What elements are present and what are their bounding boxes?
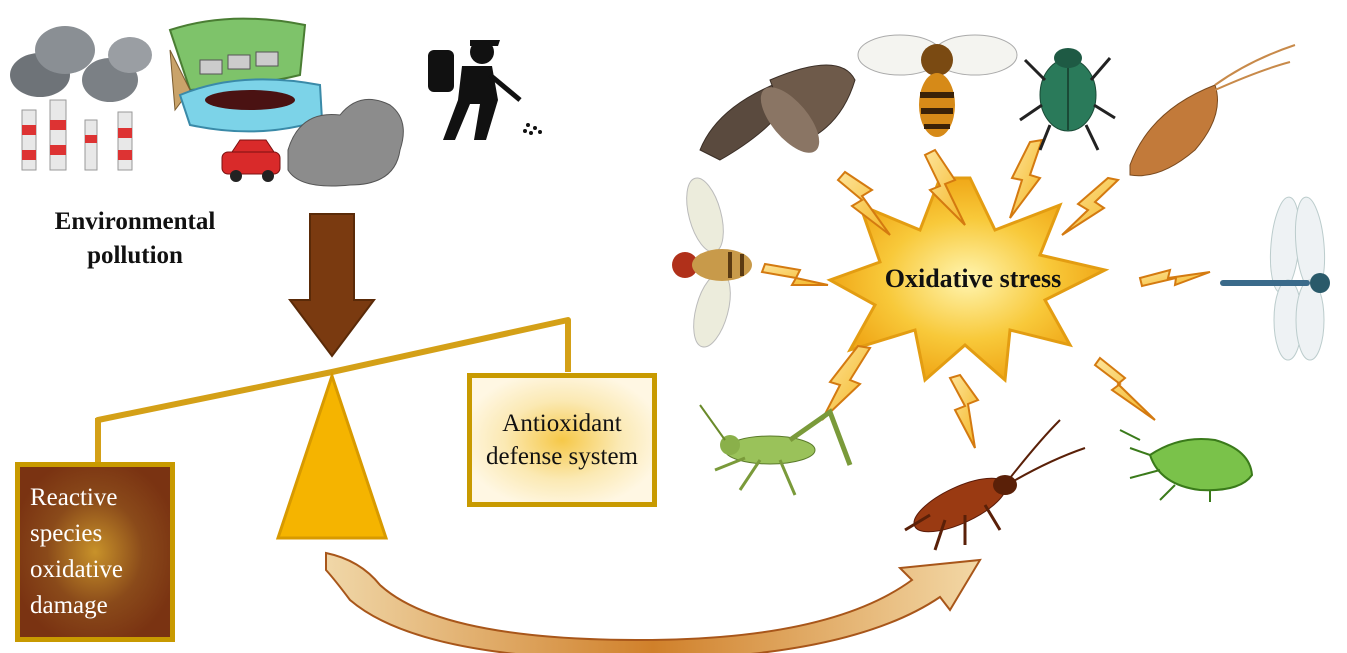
bolt-beetle — [1009, 138, 1044, 219]
bolt-moth — [836, 170, 891, 236]
water-pollution-pipes-icon — [168, 17, 324, 133]
beetle-icon — [1019, 48, 1116, 151]
bolt-caddisfly — [1061, 176, 1121, 236]
pollution-down-arrow — [288, 213, 376, 358]
bee-icon — [857, 34, 1018, 137]
balance-fulcrum — [275, 371, 389, 540]
bolt-dragonfly — [1138, 268, 1211, 288]
bolt-cockroach — [948, 373, 980, 449]
cockroach-icon — [904, 419, 1086, 551]
antioxidant-defense-text: Antioxidant defense system — [485, 410, 639, 470]
grasshopper-icon — [699, 404, 853, 496]
reactive-species-text: Reactive species oxidative damage — [30, 484, 124, 619]
moth-icon — [699, 64, 856, 161]
antioxidant-defense-box: Antioxidant defense system — [467, 373, 657, 507]
fruit-fly-icon — [672, 177, 752, 348]
caddisfly-icon — [1129, 44, 1296, 177]
factory-smokestacks-icon — [10, 26, 152, 171]
bolt-bee — [923, 148, 966, 226]
reactive-species-box: Reactive species oxidative damage — [15, 462, 175, 642]
pesticide-sprayer-icon — [428, 40, 542, 140]
bolt-fly — [760, 262, 829, 286]
car-exhaust-icon — [221, 98, 404, 187]
curved-arrow — [325, 551, 982, 653]
lightning-bolts — [760, 138, 1211, 449]
environmental-pollution-label: Environmental pollution — [54, 208, 216, 269]
oxidative-stress-label: Oxidative stress — [884, 264, 1062, 293]
bolt-grasshopper — [821, 344, 872, 421]
stink-bug-icon — [1119, 429, 1254, 502]
bolt-stinkbug — [1093, 356, 1156, 421]
balance-scale — [95, 317, 571, 540]
dragonfly-icon — [1220, 196, 1330, 361]
